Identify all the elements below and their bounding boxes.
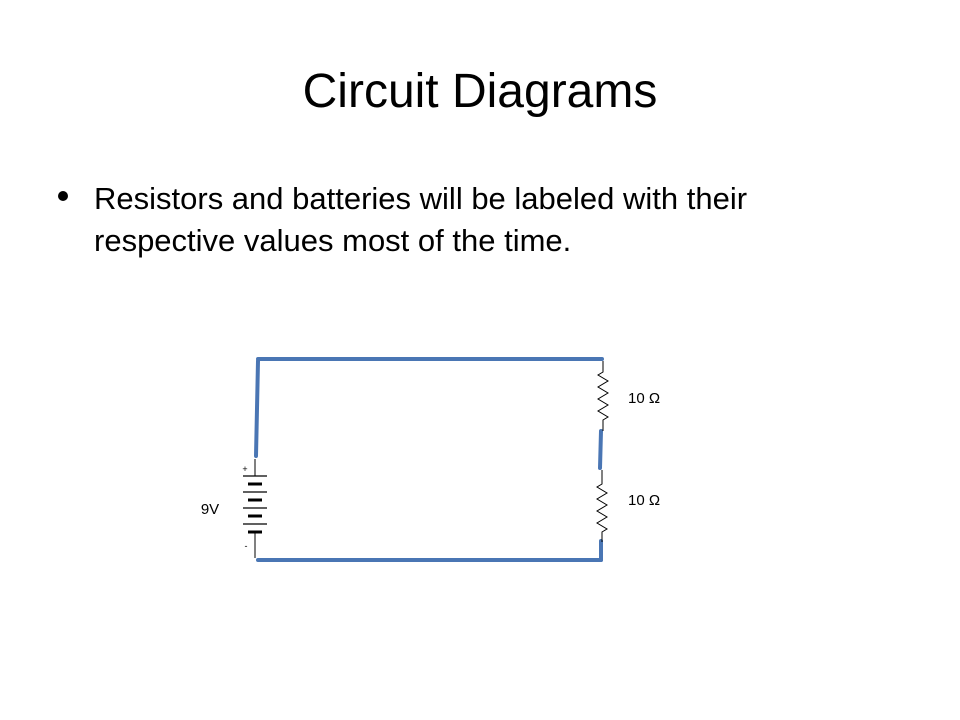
bullet-dot-icon (58, 191, 68, 201)
battery-positive-sign: + (242, 464, 247, 474)
resistor-2-label: 10 Ω (628, 492, 660, 509)
wire-middle-right (598, 429, 603, 470)
bullet-list: Resistors and batteries will be labeled … (56, 178, 896, 262)
battery-9v (243, 459, 267, 558)
battery-negative-sign: - (245, 541, 248, 551)
bullet-item: Resistors and batteries will be labeled … (56, 178, 896, 262)
bullet-text: Resistors and batteries will be labeled … (94, 181, 748, 258)
battery-label: 9V (201, 501, 219, 518)
wires (254, 357, 604, 562)
resistor-1 (597, 361, 609, 431)
wire-left-upper (254, 359, 260, 458)
slide-title: Circuit Diagrams (302, 65, 658, 118)
resistor-1-label: 10 Ω (628, 390, 660, 407)
resistor-2 (596, 470, 608, 542)
